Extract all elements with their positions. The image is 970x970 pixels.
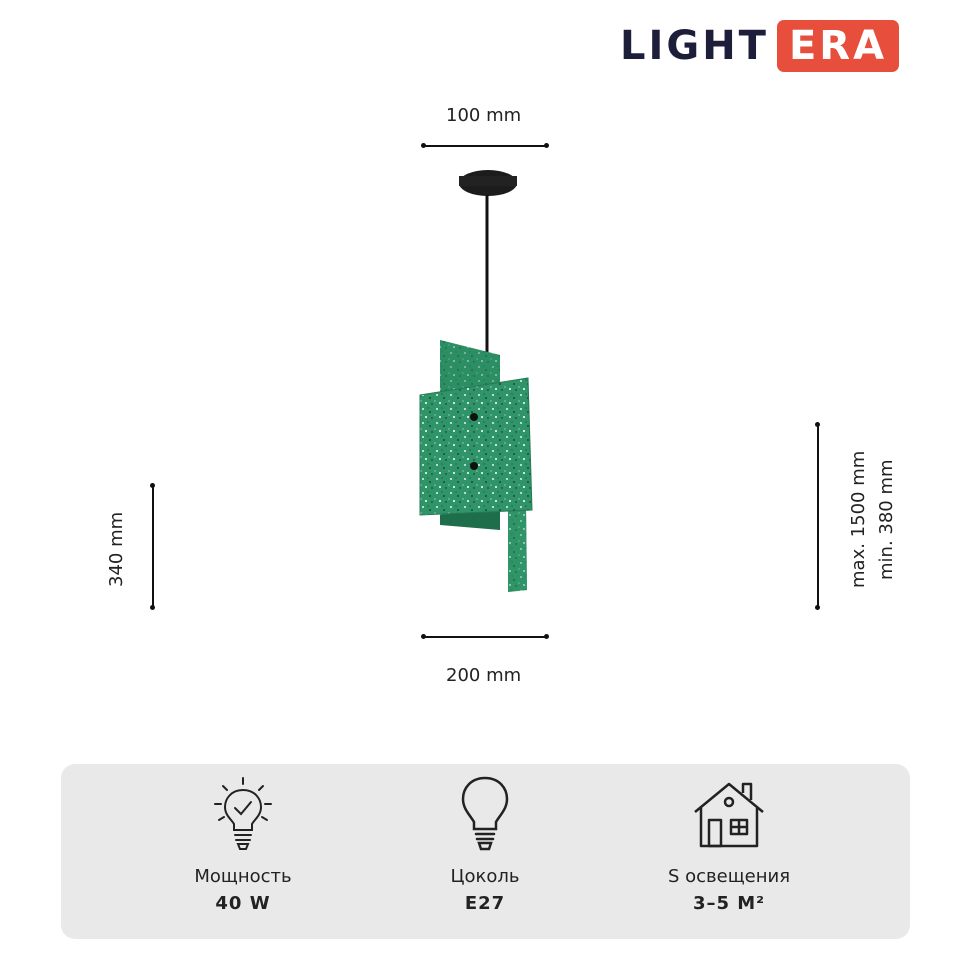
top-width-dot-left [421, 143, 426, 148]
feature-power-label: Мощность [194, 866, 292, 887]
bottom-width-dot-left [421, 634, 426, 639]
lightbulb-check-icon [214, 777, 272, 850]
length-dot-bottom [815, 605, 820, 610]
top-width-line [424, 145, 546, 147]
bottom-width-dot-right [544, 634, 549, 639]
height-dot-top [150, 483, 155, 488]
height-line [152, 485, 154, 607]
length-dot-top [815, 422, 820, 427]
feature-area: S освещения 3–5 M² [619, 764, 839, 914]
logo-text-era: ERA [776, 20, 900, 72]
bottom-width-line [424, 636, 546, 638]
mount-screw-bottom [470, 462, 478, 470]
mount-screw-top [470, 413, 478, 421]
top-width-label: 100 mm [446, 105, 522, 126]
feature-area-label: S освещения [667, 866, 791, 887]
logo-text-light: LIGHT [620, 23, 769, 69]
features-panel: Мощность 40 W Цоколь E27 [61, 764, 910, 939]
feature-power: Мощность 40 W [133, 764, 353, 914]
feature-area-value: 3–5 M² [692, 893, 766, 914]
feature-power-value: 40 W [215, 893, 271, 914]
bottom-width-label: 200 mm [446, 665, 522, 686]
feature-socket-label: Цоколь [450, 866, 520, 887]
house-icon [694, 782, 764, 848]
brand-logo: LIGHT ERA [620, 20, 900, 72]
front-shade-panel [420, 378, 532, 515]
feature-socket-value: E27 [464, 893, 506, 914]
height-dot-bottom [150, 605, 155, 610]
top-width-dot-right [544, 143, 549, 148]
length-line [817, 424, 819, 607]
feature-socket: Цоколь E27 [375, 764, 595, 914]
lightbulb-icon [461, 776, 509, 851]
